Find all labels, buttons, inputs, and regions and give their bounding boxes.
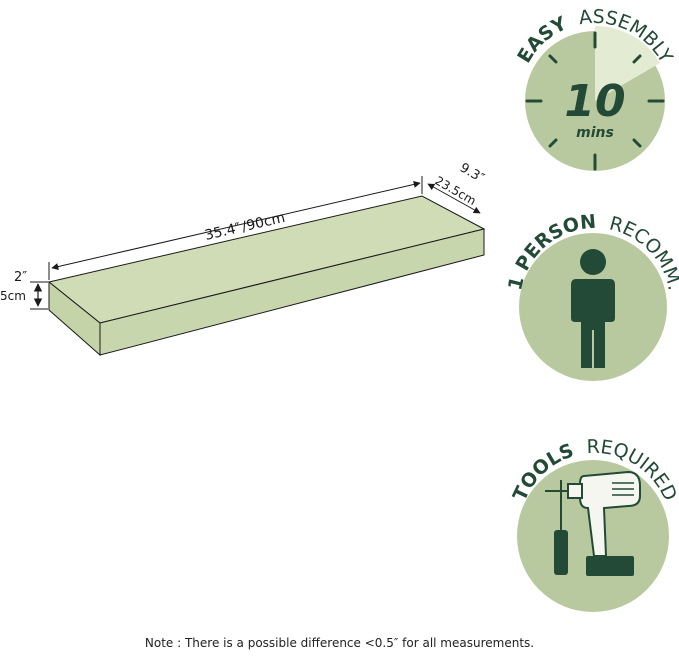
screwdriver-handle	[554, 530, 568, 575]
depth-arrow	[427, 183, 481, 214]
drill-chuck	[567, 483, 583, 499]
person-icon	[571, 249, 615, 368]
stopwatch-elapsed-segment	[595, 25, 660, 101]
tools-required-badge: TOOLS REQUIRED	[509, 436, 679, 612]
height-dimension: 2″ 5cm	[0, 270, 48, 310]
height-label-cm: 5cm	[0, 289, 26, 303]
height-label-in: 2″	[14, 270, 27, 285]
assembly-time-unit: mins	[576, 125, 614, 141]
easy-assembly-badge: EASY ASSEMBLY 10 mins	[513, 6, 677, 171]
drill-battery	[586, 556, 634, 576]
one-person-badge: 1 PERSON RECOMM.	[504, 211, 679, 381]
measurement-note: Note : There is a possible difference <0…	[144, 636, 535, 650]
depth-label-in: 9.3″	[457, 160, 487, 186]
drill-body	[579, 470, 641, 557]
stopwatch-icon	[525, 31, 665, 171]
length-arrow	[51, 181, 421, 270]
assembly-time-value: 10	[564, 76, 625, 127]
length-label-in: 35.4″	[203, 220, 242, 244]
drill-screwdriver-icon	[545, 470, 641, 576]
